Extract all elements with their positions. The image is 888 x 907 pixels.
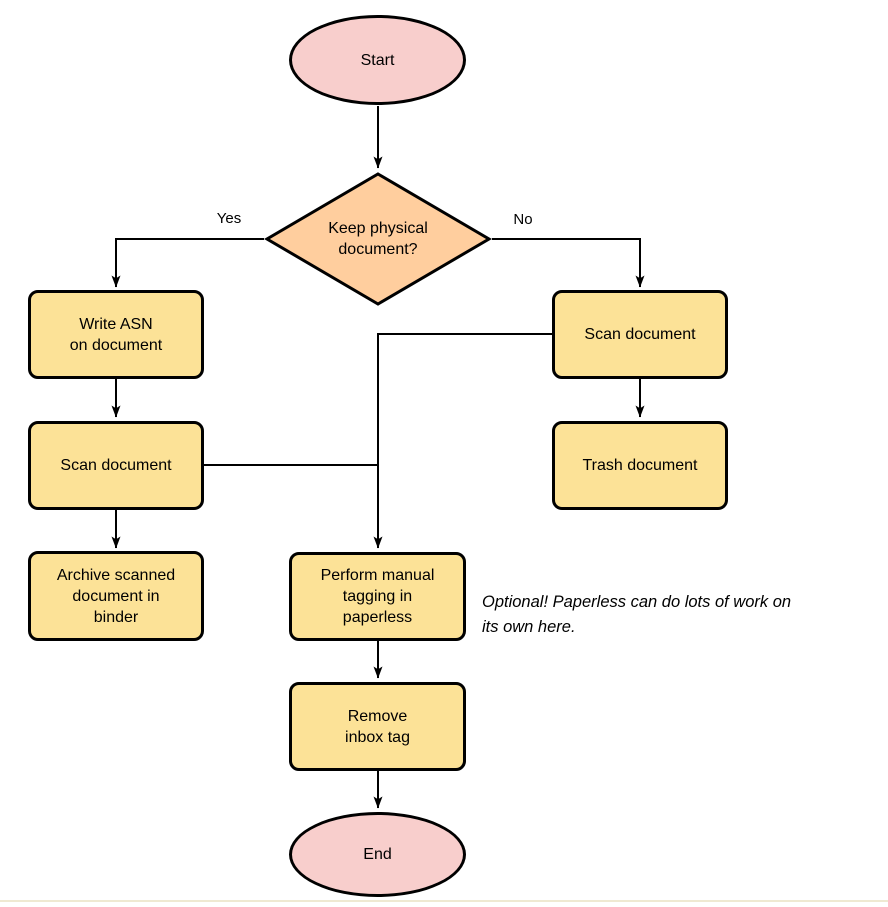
write-asn-node-label: Write ASN on document	[69, 315, 163, 354]
bottom-divider	[0, 900, 888, 902]
decision-node-label: Keep physical document?	[328, 220, 428, 258]
start-node-label: Start	[360, 51, 395, 69]
end-node-label: End	[363, 846, 392, 863]
scan-document-left-node-label: Scan document	[60, 457, 172, 474]
trash-document-node-label: Trash document	[582, 457, 698, 474]
decision-shape	[264, 172, 492, 306]
end-node: End	[289, 812, 466, 897]
archive-binder-node: Archive scanned document in binder	[28, 551, 204, 641]
remove-inbox-tag-node-label: Remove inbox tag	[345, 707, 410, 746]
edge-decision-yes	[111, 238, 264, 288]
scan-document-right-node: Scan document	[552, 290, 728, 379]
optional-note: Optional! Paperless can do lots of work …	[482, 593, 792, 636]
edge-decision-no	[492, 238, 645, 288]
archive-binder-node-label: Archive scanned document in binder	[56, 566, 176, 626]
decision-node: Keep physical document?	[264, 171, 492, 307]
trash-document-node: Trash document	[552, 421, 728, 510]
edge-scanright-to-tagging	[373, 333, 553, 549]
scan-document-left-node: Scan document	[28, 421, 204, 510]
manual-tagging-node-label: Perform manual tagging in paperless	[320, 567, 435, 626]
write-asn-node: Write ASN on document	[28, 290, 204, 379]
edge-label-no: No	[499, 211, 547, 229]
edge-label-yes: Yes	[204, 210, 254, 228]
manual-tagging-node: Perform manual tagging in paperless	[289, 552, 466, 641]
remove-inbox-tag-node: Remove inbox tag	[289, 682, 466, 771]
start-node: Start	[289, 15, 466, 105]
scan-document-right-node-label: Scan document	[584, 326, 696, 343]
